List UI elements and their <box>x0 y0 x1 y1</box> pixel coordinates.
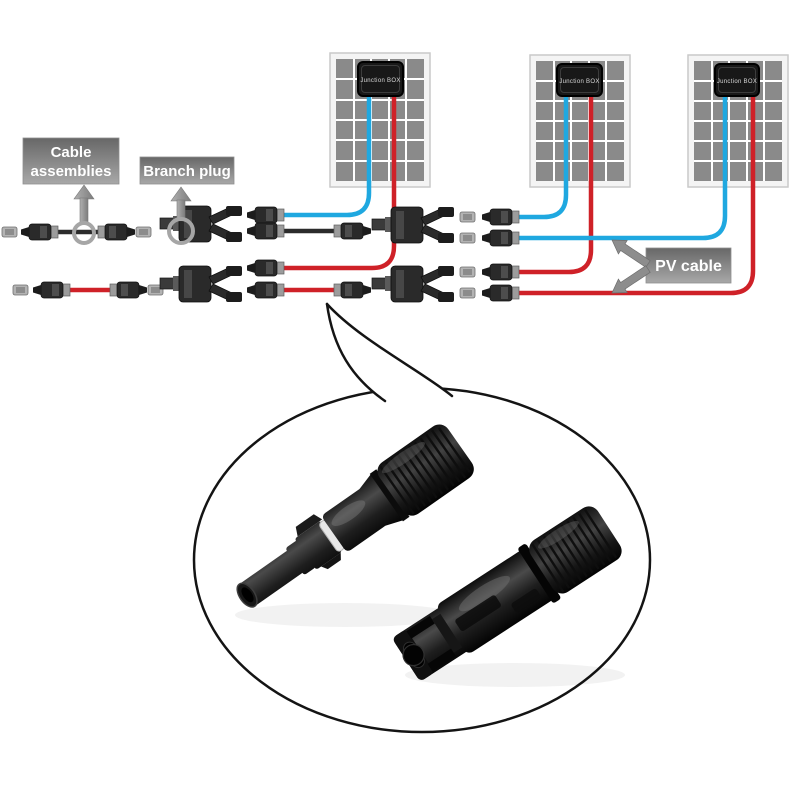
lug-end <box>135 226 152 238</box>
branch-plug-lower-right <box>371 265 455 303</box>
label-pv-cable: PV cable <box>645 247 732 284</box>
bubble-tail-edge <box>325 302 387 403</box>
label-text: Branch plug <box>143 163 231 180</box>
junction-box-label: Junction BOX <box>559 79 599 85</box>
shroud-slot <box>406 615 435 639</box>
mid-connector-lower <box>333 281 372 299</box>
shadow <box>405 663 625 687</box>
mc4-connector <box>109 281 148 299</box>
mc4-connector <box>97 223 136 241</box>
mc4-connector <box>32 281 71 299</box>
junction-box-label: Junction BOX <box>717 79 757 85</box>
panel3-negative-cable <box>516 93 728 241</box>
panel2-negative-cable <box>516 93 569 220</box>
junction-box-2: Junction BOX <box>556 63 603 97</box>
cap-ribs <box>531 509 618 593</box>
mc4-male-connector-photo <box>236 424 474 608</box>
cap-ribs <box>379 427 471 515</box>
lug-end <box>12 284 29 296</box>
mc4-connector <box>20 223 59 241</box>
gloss-highlight <box>331 500 366 527</box>
flange <box>518 544 561 603</box>
highlight-circle <box>72 221 96 245</box>
junction-box-3: Junction BOX <box>714 63 760 97</box>
body-slot <box>511 588 541 613</box>
panel2-positive-cable <box>516 93 594 275</box>
gloss-highlight <box>458 575 510 612</box>
label-text: PV cable <box>655 258 722 275</box>
solar-panel-2 <box>529 54 631 188</box>
string-connector-row3 <box>459 263 520 281</box>
up-arrow-icon <box>73 184 95 225</box>
branch-plug-upper-right <box>371 206 455 244</box>
double-arrow-icon <box>611 239 651 294</box>
connector-pair-row1 <box>246 206 285 224</box>
label-branch-plug: Branch plug <box>139 156 235 185</box>
connector-pair-row2 <box>246 222 285 240</box>
mc4-female-connector-photo <box>393 506 622 680</box>
panel3-positive-cable <box>516 93 756 296</box>
body-slot <box>455 595 501 631</box>
string-connector-row2 <box>459 229 520 247</box>
string-connector-row1 <box>459 208 520 226</box>
junction-box-label: Junction BOX <box>360 78 400 84</box>
gloss-highlight <box>538 520 579 549</box>
highlight-circle <box>167 217 195 245</box>
bubble-tail-edge <box>325 302 454 398</box>
connector-pair-row4 <box>246 281 285 299</box>
panel1-negative-cable <box>279 93 372 218</box>
label-cable-assemblies: Cable assemblies <box>22 137 120 185</box>
lug-end <box>1 226 18 238</box>
gland-cap <box>529 506 622 594</box>
mid-connector-upper <box>333 222 372 240</box>
shadow <box>235 603 455 627</box>
label-text: Cable <box>51 144 92 161</box>
gloss-highlight <box>381 441 425 474</box>
string-connector-row4 <box>459 284 520 302</box>
shroud-slot <box>427 648 456 672</box>
locking-tab <box>295 514 323 537</box>
label-text: assemblies <box>31 163 112 180</box>
junction-box-1: Junction BOX <box>357 61 404 97</box>
panel1-positive-cable <box>279 93 397 271</box>
speech-bubble <box>192 302 652 734</box>
connector-pair-row3 <box>246 259 285 277</box>
locking-tab <box>321 552 341 570</box>
branch-plug-lower-left <box>159 265 243 303</box>
up-arrow-icon <box>170 186 192 220</box>
